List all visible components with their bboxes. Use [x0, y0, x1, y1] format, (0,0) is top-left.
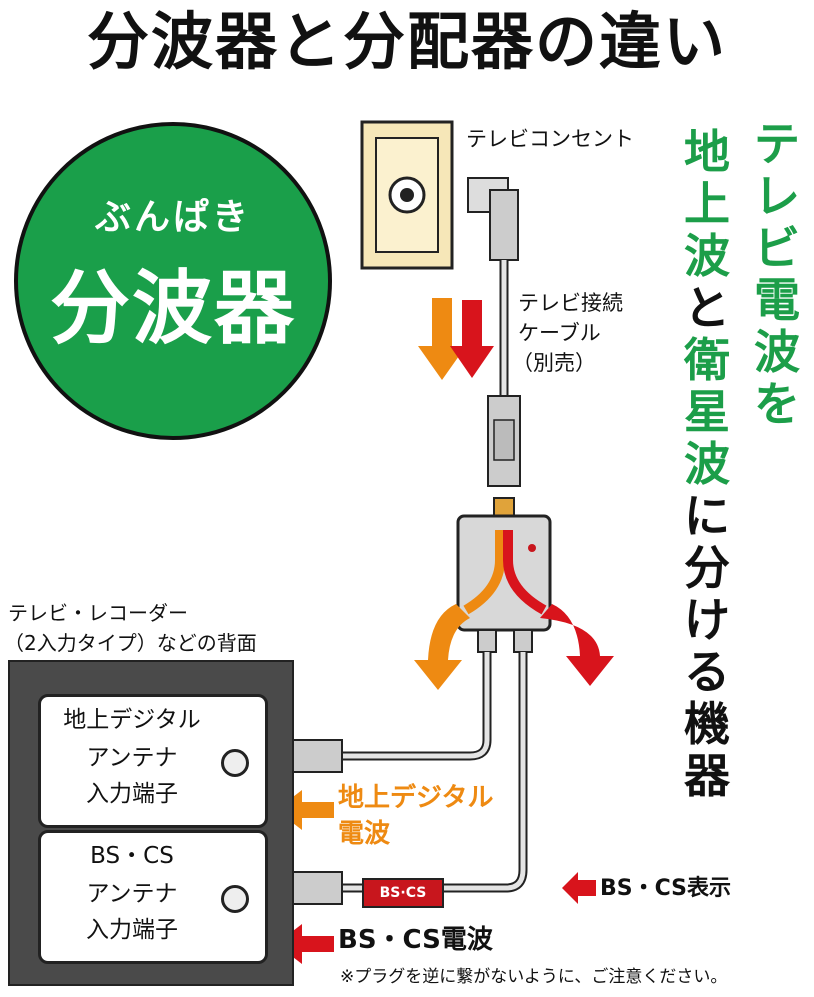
outlet-inner — [375, 137, 439, 253]
vertical-left-char: 星 — [684, 385, 730, 439]
bscs-tag: BS·CS — [362, 878, 444, 908]
terrestrial-plug — [285, 739, 343, 773]
port-terrestrial-line3: 入力端子 — [86, 781, 178, 807]
vertical-right-char: ビ — [754, 221, 800, 275]
splitter-orange-path — [463, 530, 505, 615]
badge-kana: ぶんぱき — [94, 197, 251, 238]
vertical-left-char: 波 — [684, 437, 730, 491]
bscs-display-label: BS・CS表示 — [600, 876, 732, 901]
terrestrial-wave-label-2: 電波 — [338, 819, 391, 849]
splitter-out-left — [477, 629, 497, 653]
vertical-left-char: と — [684, 281, 730, 335]
vertical-text-right: テレビ電波を — [742, 118, 812, 430]
terrestrial-wave-label: 地上デジタル 電波 — [338, 780, 493, 852]
port-bscs-connector-icon[interactable] — [221, 885, 249, 913]
red-down-arrow-icon — [450, 300, 494, 378]
vertical-left-char: 衛 — [684, 333, 730, 387]
cable-label-3: （別売） — [512, 351, 596, 375]
f-plug-grip — [493, 419, 515, 461]
vertical-left-char: 器 — [684, 749, 730, 803]
splitter-led — [528, 544, 536, 552]
port-terrestrial-line2: アンテナ — [86, 745, 178, 771]
cable-bscs — [340, 652, 526, 891]
splitter-out-right — [513, 629, 533, 653]
vertical-left-char: 地 — [684, 125, 730, 179]
badge-circle — [14, 122, 332, 440]
terrestrial-wave-label-1: 地上デジタル — [338, 783, 494, 813]
port-terrestrial: 地上デジタル アンテナ 入力端子 — [38, 694, 268, 828]
outlet-label: テレビコンセント — [466, 127, 634, 151]
bscs-plug — [285, 871, 343, 905]
port-bscs: BS・CS アンテナ 入力端子 — [38, 830, 268, 964]
vertical-right-char: を — [754, 377, 800, 431]
vertical-left-char: 波 — [684, 229, 730, 283]
device-label-2: （2入力タイプ）などの背面 — [4, 631, 257, 655]
port-bscs-line1: BS・CS — [90, 843, 174, 869]
cable-label-1: テレビ接続 — [518, 291, 623, 315]
bscs-display-arrow-icon — [562, 872, 596, 904]
vertical-right-char: 電 — [754, 273, 800, 327]
cable-label-2: ケーブル — [518, 321, 601, 345]
bscs-wave-label: BS・CS電波 — [338, 925, 493, 955]
port-bscs-line3: 入力端子 — [86, 917, 178, 943]
vertical-left-char: る — [684, 645, 730, 699]
port-bscs-line2: アンテナ — [86, 881, 178, 907]
page-title: 分波器と分配器の違い — [86, 5, 727, 78]
angle-plug-body — [489, 189, 519, 261]
red-curved-arrow-icon — [540, 604, 614, 686]
device-label-1: テレビ・レコーダー — [8, 601, 188, 625]
outlet-socket-core — [400, 188, 414, 202]
cable-bscs-outline — [340, 652, 528, 893]
cable-terrestrial — [340, 652, 490, 759]
vertical-text-left: 地上波と衛星波に分ける機器 — [672, 126, 742, 802]
vertical-right-char: レ — [754, 169, 800, 223]
vertical-left-char: け — [684, 593, 730, 647]
caution-note: ※プラグを逆に繋がないように、ご注意ください。 — [340, 967, 728, 987]
vertical-right-char: 波 — [754, 325, 800, 379]
device-back-panel: 地上デジタル アンテナ 入力端子 BS・CS アンテナ 入力端子 — [8, 660, 294, 986]
vertical-left-char: 上 — [684, 177, 730, 231]
port-terrestrial-connector-icon[interactable] — [221, 749, 249, 777]
port-terrestrial-line1: 地上デジタル — [63, 707, 201, 733]
vertical-right-char: テ — [754, 117, 800, 171]
orange-curved-arrow-icon — [414, 604, 470, 690]
vertical-left-char: 機 — [684, 697, 730, 751]
cable-terrestrial-outline — [340, 652, 492, 761]
orange-down-arrow-icon — [418, 298, 466, 380]
vertical-left-char: 分 — [684, 541, 730, 595]
splitter-red-path — [503, 530, 547, 615]
badge-main: 分波器 — [50, 262, 296, 355]
vertical-left-char: に — [684, 489, 730, 543]
